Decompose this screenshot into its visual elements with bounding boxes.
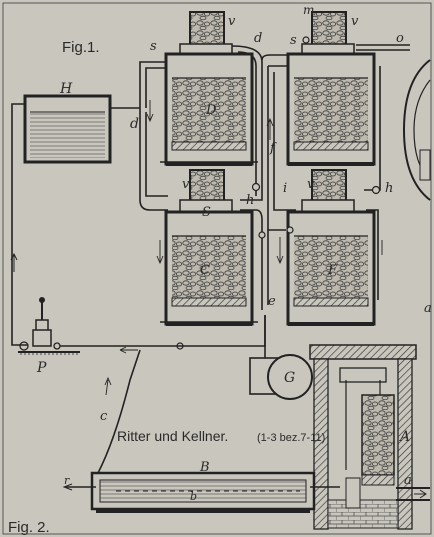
label-d1: d: [254, 31, 262, 46]
reactor-top-right: [286, 11, 376, 166]
pipe-network: [139, 44, 410, 310]
label-s3: s: [290, 33, 297, 48]
reactor-c: [160, 169, 258, 326]
label-C: C: [200, 263, 210, 278]
label-D: D: [205, 103, 217, 118]
label-c: c: [100, 409, 108, 424]
reactor-d: [160, 11, 258, 166]
label-a-bottom: a: [404, 473, 412, 488]
tower-a: [309, 344, 430, 530]
pipe-c: [97, 349, 141, 474]
pump-p: [18, 297, 80, 355]
gas-holder-g: [249, 315, 313, 400]
label-f: f: [269, 141, 277, 156]
caption-sub: (1-3 bez.7-11): [257, 432, 325, 444]
label-s1: s: [150, 39, 157, 54]
water-tank-h: [23, 94, 112, 164]
label-i: i: [283, 181, 287, 196]
label-d: d: [130, 116, 139, 132]
label-G: G: [284, 370, 295, 386]
label-h2: h: [385, 181, 393, 196]
label-b: b: [190, 490, 197, 503]
label-P: P: [36, 360, 47, 376]
fig1-label: Fig.1.: [62, 39, 100, 56]
reactor-f: [286, 169, 376, 326]
label-B: B: [199, 460, 210, 475]
label-m: m: [303, 3, 314, 17]
label-o: o: [396, 31, 404, 46]
tank-b: [62, 471, 340, 513]
label-S2: S: [202, 205, 211, 220]
label-r: r: [64, 474, 70, 487]
label-v1: v: [228, 14, 236, 29]
label-v3: v: [351, 14, 359, 29]
label-h1: h: [246, 193, 254, 208]
label-a-side: a: [424, 301, 432, 316]
label-e: e: [268, 294, 276, 309]
label-A: A: [398, 429, 410, 445]
caption: Ritter und Kellner.: [117, 428, 228, 444]
label-F: F: [327, 263, 338, 278]
label-H: H: [59, 81, 73, 97]
fig2-label: Fig. 2.: [8, 519, 50, 536]
partial-apparatus: [402, 59, 431, 201]
label-v2: v: [182, 177, 190, 192]
valves: [251, 36, 381, 239]
label-v4: v: [307, 177, 315, 192]
